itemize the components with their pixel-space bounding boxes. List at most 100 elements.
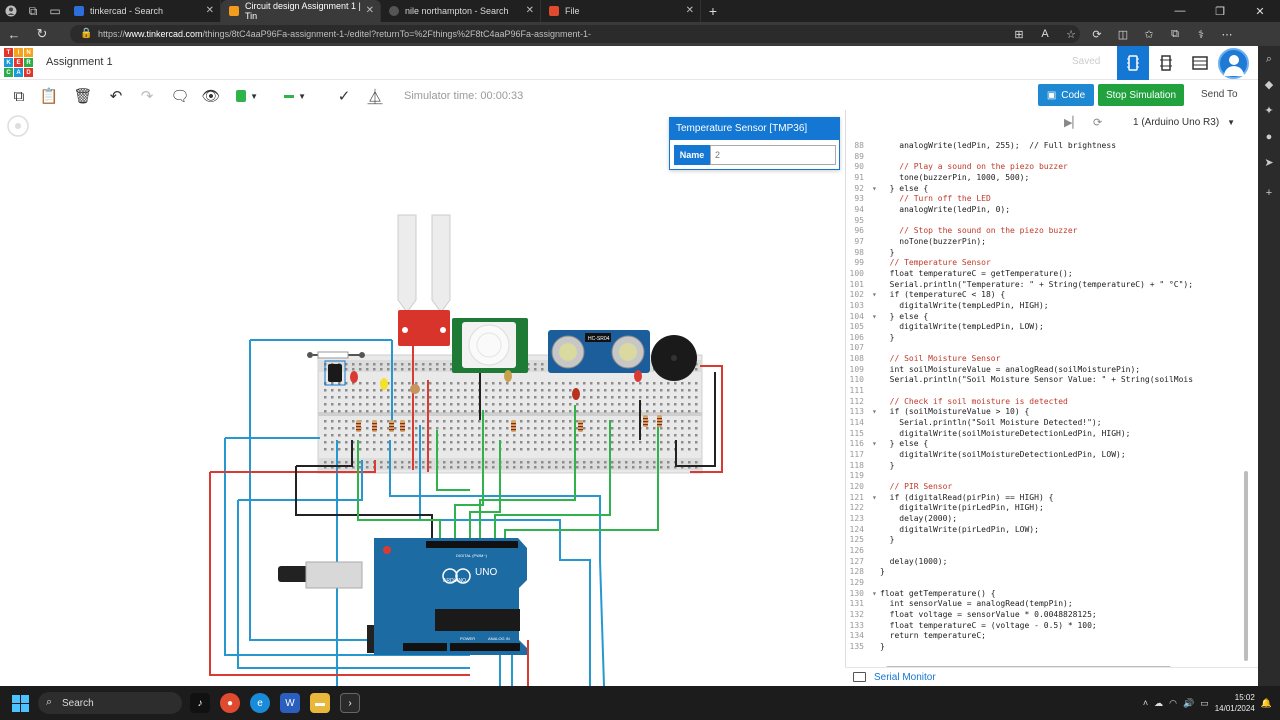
code-line[interactable]: 133 float temperatureC = (voltage - 0.5)… [846,621,1244,632]
code-line[interactable]: 101 Serial.println("Temperature: " + Str… [846,280,1244,291]
close-tab-icon[interactable]: ✕ [685,5,694,16]
code-line[interactable]: 106 } [846,333,1244,344]
code-vertical-scrollbar[interactable] [1242,141,1250,666]
code-line[interactable]: 102▾ if (temperatureC < 18) { [846,290,1244,301]
new-tab-button[interactable]: + [708,3,718,19]
copy-icon[interactable]: ⧉ [13,87,25,105]
code-button[interactable]: ▣Code [1038,84,1094,106]
user-avatar[interactable] [1218,48,1249,79]
code-line[interactable]: 131 int sensorValue = analogRead(tempPin… [846,599,1244,610]
ultrasonic-sensor[interactable]: HC-SR04 [548,330,650,373]
step-icon[interactable]: ▶▏ [1064,117,1081,129]
delete-icon[interactable]: 🗑 [73,88,93,105]
code-line[interactable]: 98 } [846,248,1244,259]
flip-icon[interactable]: ⏅ [367,88,383,106]
code-line[interactable]: 128} [846,567,1244,578]
code-line[interactable]: 130▾float getTemperature() { [846,589,1244,600]
code-line[interactable]: 121▾ if (digitalRead(pirPin) == HIGH) { [846,493,1244,504]
code-line[interactable]: 91 tone(buzzerPin, 1000, 500); [846,173,1244,184]
tab-file[interactable]: File ✕ [541,0,701,22]
close-tab-icon[interactable]: ✕ [205,5,214,16]
code-line[interactable]: 117 digitalWrite(soilMoistureDetectionLe… [846,450,1244,461]
clock[interactable]: 15:02 14/01/2024 [1215,692,1255,714]
code-line[interactable]: 135} [846,642,1244,653]
resistors[interactable] [356,415,662,432]
fill-color-picker[interactable]: ▼ [236,85,258,107]
rotate-icon[interactable]: ✓ [337,88,351,105]
refresh-extension-icon[interactable]: ⟳ [1092,28,1102,41]
code-line[interactable]: 109 int soilMoistureValue = analogRead(s… [846,365,1244,376]
home-view-icon[interactable] [7,115,29,137]
maximize-icon[interactable]: ❐ [1215,5,1225,18]
tools-icon[interactable]: ✦ [1264,105,1274,117]
apps-icon[interactable]: ⊞ [1014,28,1024,41]
more-menu-icon[interactable]: ⋯ [1221,28,1233,41]
file-explorer-icon[interactable]: ▬ [310,693,330,713]
code-line[interactable]: 132 float voltage = sensorValue * 0.0048… [846,610,1244,621]
soil-moisture-sensor[interactable] [397,214,451,346]
notes-icon[interactable]: 🗨 [170,88,190,105]
shopping-icon[interactable]: ◆ [1264,79,1274,91]
code-line[interactable]: 89 [846,152,1244,163]
toggle-notes-icon[interactable]: 👁 [201,88,221,105]
code-line[interactable]: 126 [846,546,1244,557]
code-line[interactable]: 99 // Temperature Sensor [846,258,1244,269]
name-input[interactable] [710,145,836,165]
circuit-canvas[interactable]: HC-SR04 [0,110,845,686]
close-window-icon[interactable]: ✕ [1255,5,1265,18]
office-icon[interactable]: ● [1265,131,1273,143]
circuit-view-button[interactable] [1117,46,1149,80]
vertical-tabs-icon[interactable]: ▭ [49,4,61,18]
code-line[interactable]: 108 // Soil Moisture Sensor [846,354,1244,365]
extension-icon[interactable]: ⚕ [1198,28,1204,41]
debugger-icon[interactable]: ⟳ [1093,117,1103,129]
leds[interactable] [350,370,642,400]
schematic-view-button[interactable] [1150,46,1182,80]
tab-nile-search[interactable]: nile northampton - Search ✕ [381,0,541,22]
code-line[interactable]: 134 return temperatureC; [846,631,1244,642]
project-title[interactable]: Assignment 1 [46,56,113,68]
code-line[interactable]: 127 delay(1000); [846,557,1244,568]
send-to-button[interactable]: Send To [1201,89,1238,100]
split-screen-icon[interactable]: ◫ [1117,28,1129,41]
code-line[interactable]: 97 noTone(buzzerPin); [846,237,1244,248]
code-line[interactable]: 114 Serial.println("Soil Moisture Detect… [846,418,1244,429]
code-line[interactable]: 112 // Check if soil moisture is detecte… [846,397,1244,408]
code-line[interactable]: 125 } [846,535,1244,546]
code-line[interactable]: 94 analogWrite(ledPin, 0); [846,205,1244,216]
stop-simulation-button[interactable]: Stop Simulation [1098,84,1184,106]
code-line[interactable]: 100 float temperatureC = getTemperature(… [846,269,1244,280]
code-line[interactable]: 103 digitalWrite(tempLedPin, HIGH); [846,301,1244,312]
undo-icon[interactable]: ↶ [109,88,123,105]
chevron-up-icon[interactable]: ˄ [1142,698,1149,708]
close-tab-icon[interactable]: ✕ [525,5,534,16]
wire-type-picker[interactable]: ▼ [284,85,306,107]
code-line[interactable]: 129 [846,578,1244,589]
wifi-icon[interactable]: ◠ [1169,697,1177,708]
pir-sensor[interactable] [452,318,528,373]
redo-icon[interactable]: ↷ [140,88,154,105]
profile-icon[interactable] [0,0,22,22]
device-select[interactable]: 1 (Arduino Uno R3)▼ [1133,117,1235,128]
add-icon[interactable]: + [1265,187,1273,199]
code-editor[interactable]: 88 analogWrite(ledPin, 255); // Full bri… [846,141,1244,661]
word-icon[interactable]: W [280,693,300,713]
minimize-icon[interactable]: — [1174,5,1186,17]
code-line[interactable]: 115 digitalWrite(soilMoistureDetectionLe… [846,429,1244,440]
code-line[interactable]: 110 Serial.println("Soil Moisture Sensor… [846,375,1244,386]
taskbar-search[interactable]: ⌕ Search [38,692,182,714]
code-line[interactable]: 118 } [846,461,1244,472]
windows-start-icon[interactable] [12,695,29,712]
code-line[interactable]: 107 [846,343,1244,354]
code-line[interactable]: 93 // Turn off the LED [846,194,1244,205]
search-icon[interactable]: ⌕ [1265,53,1273,65]
paste-icon[interactable]: 📋 [39,88,59,105]
serial-monitor-button[interactable]: Serial Monitor [845,667,1258,686]
terminal-icon[interactable]: › [340,693,360,713]
favorites-icon[interactable]: ✩ [1144,28,1154,41]
code-line[interactable]: 120 // PIR Sensor [846,482,1244,493]
tab-circuit-design[interactable]: Circuit design Assignment 1 | Tin ✕ [221,0,381,22]
code-line[interactable]: 88 analogWrite(ledPin, 255); // Full bri… [846,141,1244,152]
battery-icon[interactable]: ▭ [1200,697,1209,708]
